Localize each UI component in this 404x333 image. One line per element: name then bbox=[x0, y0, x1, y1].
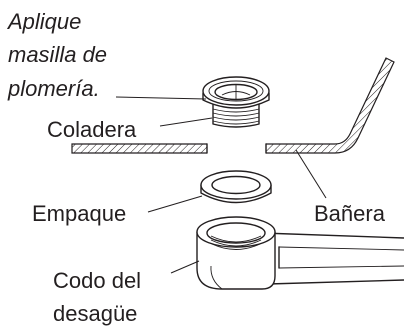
drain-elbow-part bbox=[196, 216, 404, 290]
putty-label: Aplique masilla de plomería. bbox=[6, 9, 107, 101]
elbow-label: Codo del desagüe bbox=[53, 268, 141, 326]
putty-label-line1: Aplique bbox=[6, 9, 81, 34]
tub-leader bbox=[295, 149, 327, 199]
gasket-leader bbox=[147, 195, 203, 213]
putty-leader bbox=[115, 96, 207, 100]
elbow-label-line1: Codo del bbox=[53, 268, 141, 293]
strainer-leader bbox=[159, 117, 213, 127]
bathtub-wall bbox=[71, 57, 395, 155]
elbow-label-line2: desagüe bbox=[53, 301, 137, 326]
putty-label-line2: masilla de bbox=[8, 42, 107, 67]
gasket-part bbox=[200, 170, 272, 204]
elbow-leader bbox=[170, 260, 200, 274]
strainer-part bbox=[202, 76, 270, 128]
tub-label: Bañera bbox=[314, 201, 386, 226]
putty-label-line3: plomería. bbox=[7, 76, 100, 101]
gasket-label: Empaque bbox=[32, 201, 126, 226]
strainer-label: Coladera bbox=[47, 117, 137, 142]
